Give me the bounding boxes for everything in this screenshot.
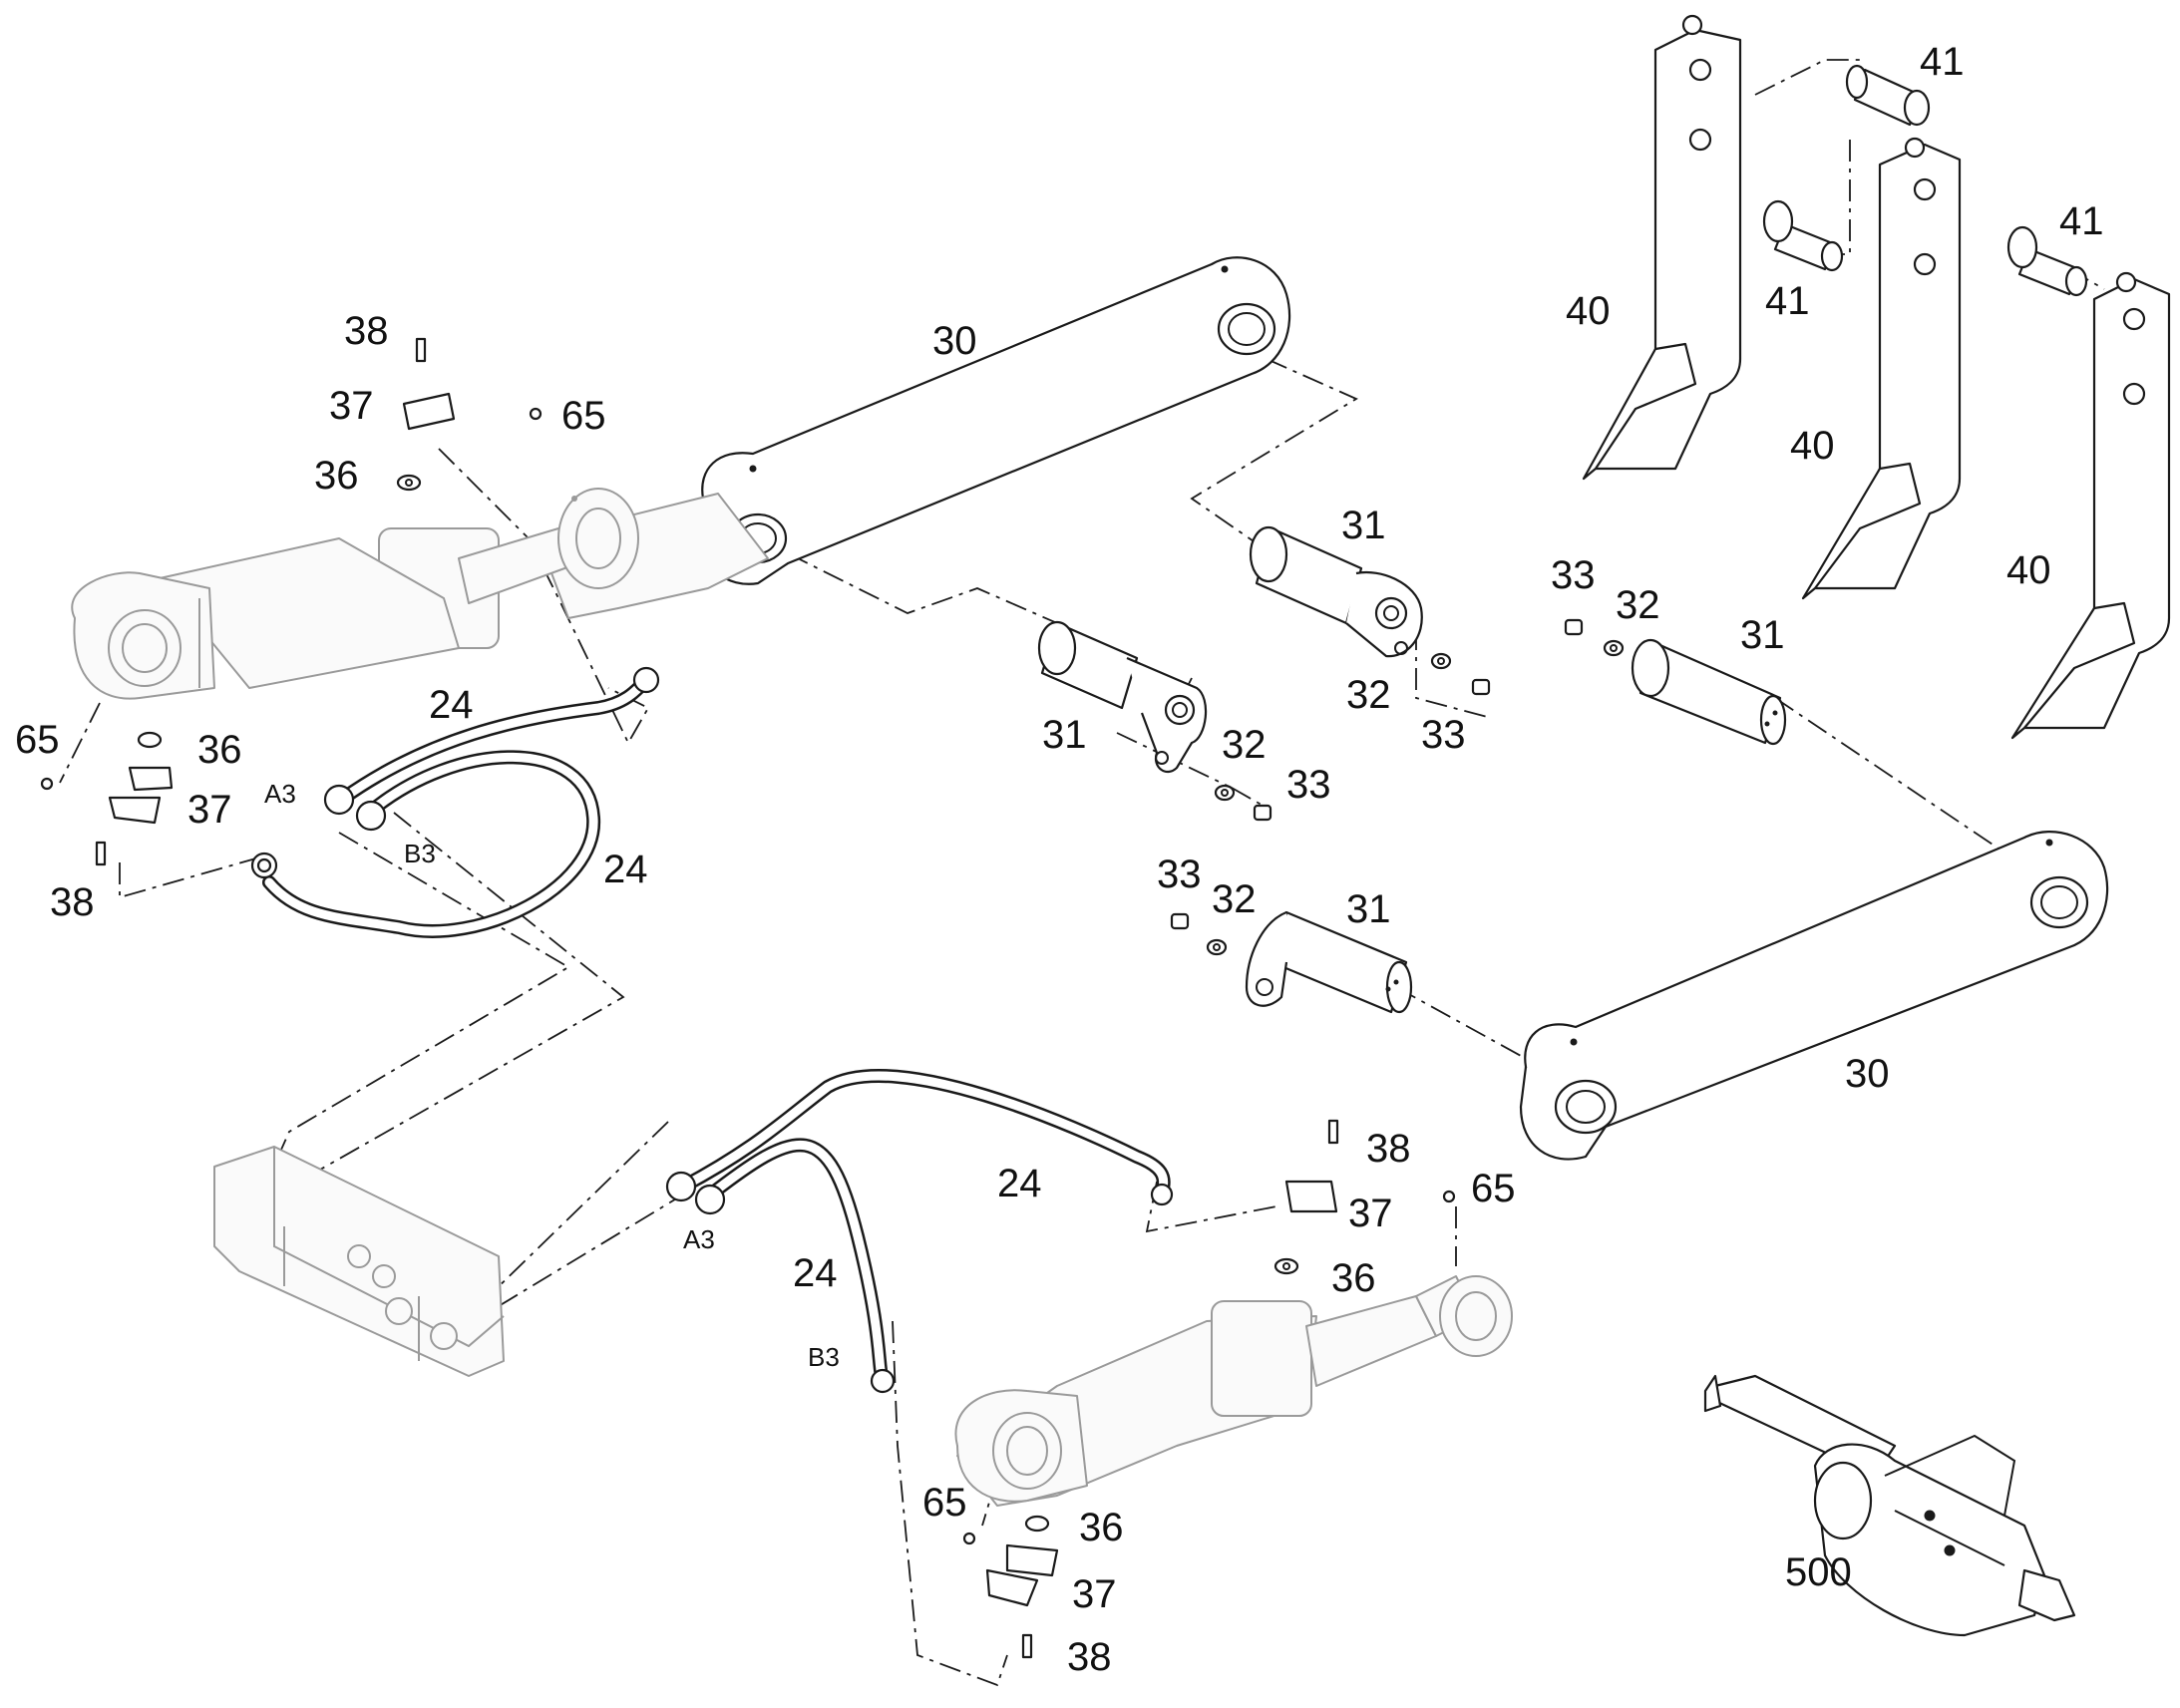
- label-33: 33: [1157, 853, 1202, 896]
- washer-32-c: [1603, 639, 1625, 657]
- hose-upper-b: [262, 750, 601, 938]
- label-37: 37: [187, 788, 232, 832]
- pin-31-b: [1249, 525, 1423, 658]
- label-500: 500: [1785, 1550, 1852, 1594]
- label-65: 65: [1471, 1167, 1516, 1210]
- label-24: 24: [997, 1162, 1042, 1205]
- hardware-set-bottom: [962, 1515, 1059, 1659]
- label-41: 41: [1920, 40, 1965, 84]
- link-arm-upper: [696, 256, 1291, 585]
- hydraulic-cylinder-upper: [71, 488, 769, 700]
- tine-40-c: [2010, 271, 2171, 740]
- hose-upper-a: [337, 671, 655, 805]
- label-30: 30: [1845, 1052, 1890, 1096]
- label-65: 65: [922, 1481, 967, 1525]
- control-valve-block: [213, 1146, 505, 1377]
- washer-32-a: [1214, 784, 1236, 802]
- port-label-b3: B3: [404, 839, 436, 868]
- label-33: 33: [1551, 553, 1596, 597]
- assembly-500: [1703, 1374, 2076, 1637]
- pin-41-c: [2006, 225, 2088, 297]
- bolt-33-c: [1564, 618, 1584, 636]
- tine-40-b: [1801, 137, 1962, 600]
- hardware-set-lower-left: [40, 731, 174, 866]
- label-24: 24: [429, 683, 474, 727]
- hydraulic-cylinder-lower: [954, 1275, 1513, 1507]
- label-31: 31: [1346, 887, 1391, 931]
- port-label-a3: A3: [683, 1224, 715, 1254]
- pin-31-c: [1631, 638, 1787, 746]
- label-36: 36: [1331, 1256, 1376, 1300]
- label-37: 37: [329, 384, 374, 428]
- label-31: 31: [1740, 613, 1785, 657]
- label-40: 40: [2006, 548, 2051, 592]
- label-32: 32: [1212, 877, 1257, 921]
- bolt-33-b: [1471, 678, 1491, 696]
- label-31: 31: [1341, 504, 1386, 547]
- label-33: 33: [1286, 763, 1331, 807]
- label-38: 38: [1067, 1635, 1112, 1679]
- part-number-labels: 30 30 31 31 31 31 32 32 32 32 33 33 33 3…: [15, 40, 2104, 1679]
- washer-32-b: [1430, 652, 1452, 670]
- label-32: 32: [1222, 723, 1267, 767]
- hose-upper-fittings: [250, 666, 660, 879]
- label-32: 32: [1346, 673, 1391, 717]
- hardware-set-lower-right: [1273, 1119, 1456, 1275]
- hose-lower-fittings: [665, 1171, 1174, 1394]
- bolt-33-d: [1170, 912, 1190, 930]
- label-40: 40: [1790, 424, 1835, 468]
- label-36: 36: [314, 454, 359, 498]
- label-65: 65: [561, 394, 606, 438]
- label-38: 38: [1366, 1127, 1411, 1171]
- label-38: 38: [50, 880, 95, 924]
- washer-32-d: [1206, 938, 1228, 956]
- label-24: 24: [793, 1251, 838, 1295]
- port-labels: A3 B3 A3 B3: [264, 779, 840, 1372]
- label-32: 32: [1616, 583, 1660, 627]
- label-41: 41: [1765, 279, 1810, 323]
- label-30: 30: [932, 319, 977, 363]
- label-38: 38: [344, 309, 389, 353]
- port-label-b3: B3: [808, 1342, 840, 1372]
- pin-41-a: [1845, 64, 1931, 127]
- pin-31-a: [1037, 620, 1208, 774]
- link-arm-lower: [1519, 831, 2109, 1161]
- hose-lower-a: [676, 1069, 1171, 1198]
- label-40: 40: [1566, 289, 1611, 333]
- label-24: 24: [603, 848, 648, 891]
- pin-31-d: [1245, 910, 1413, 1014]
- hardware-set-upper-left: [396, 337, 543, 492]
- label-37: 37: [1072, 1572, 1117, 1616]
- label-37: 37: [1348, 1192, 1393, 1235]
- bolt-33-a: [1253, 804, 1272, 822]
- label-41: 41: [2059, 199, 2104, 243]
- label-36: 36: [197, 728, 242, 772]
- hose-lower-b: [701, 1138, 890, 1388]
- port-label-a3: A3: [264, 779, 296, 809]
- label-33: 33: [1421, 713, 1466, 757]
- label-65: 65: [15, 718, 60, 762]
- label-31: 31: [1042, 713, 1087, 757]
- tine-40-a: [1582, 14, 1742, 481]
- pin-41-b: [1762, 199, 1844, 272]
- label-36: 36: [1079, 1506, 1124, 1549]
